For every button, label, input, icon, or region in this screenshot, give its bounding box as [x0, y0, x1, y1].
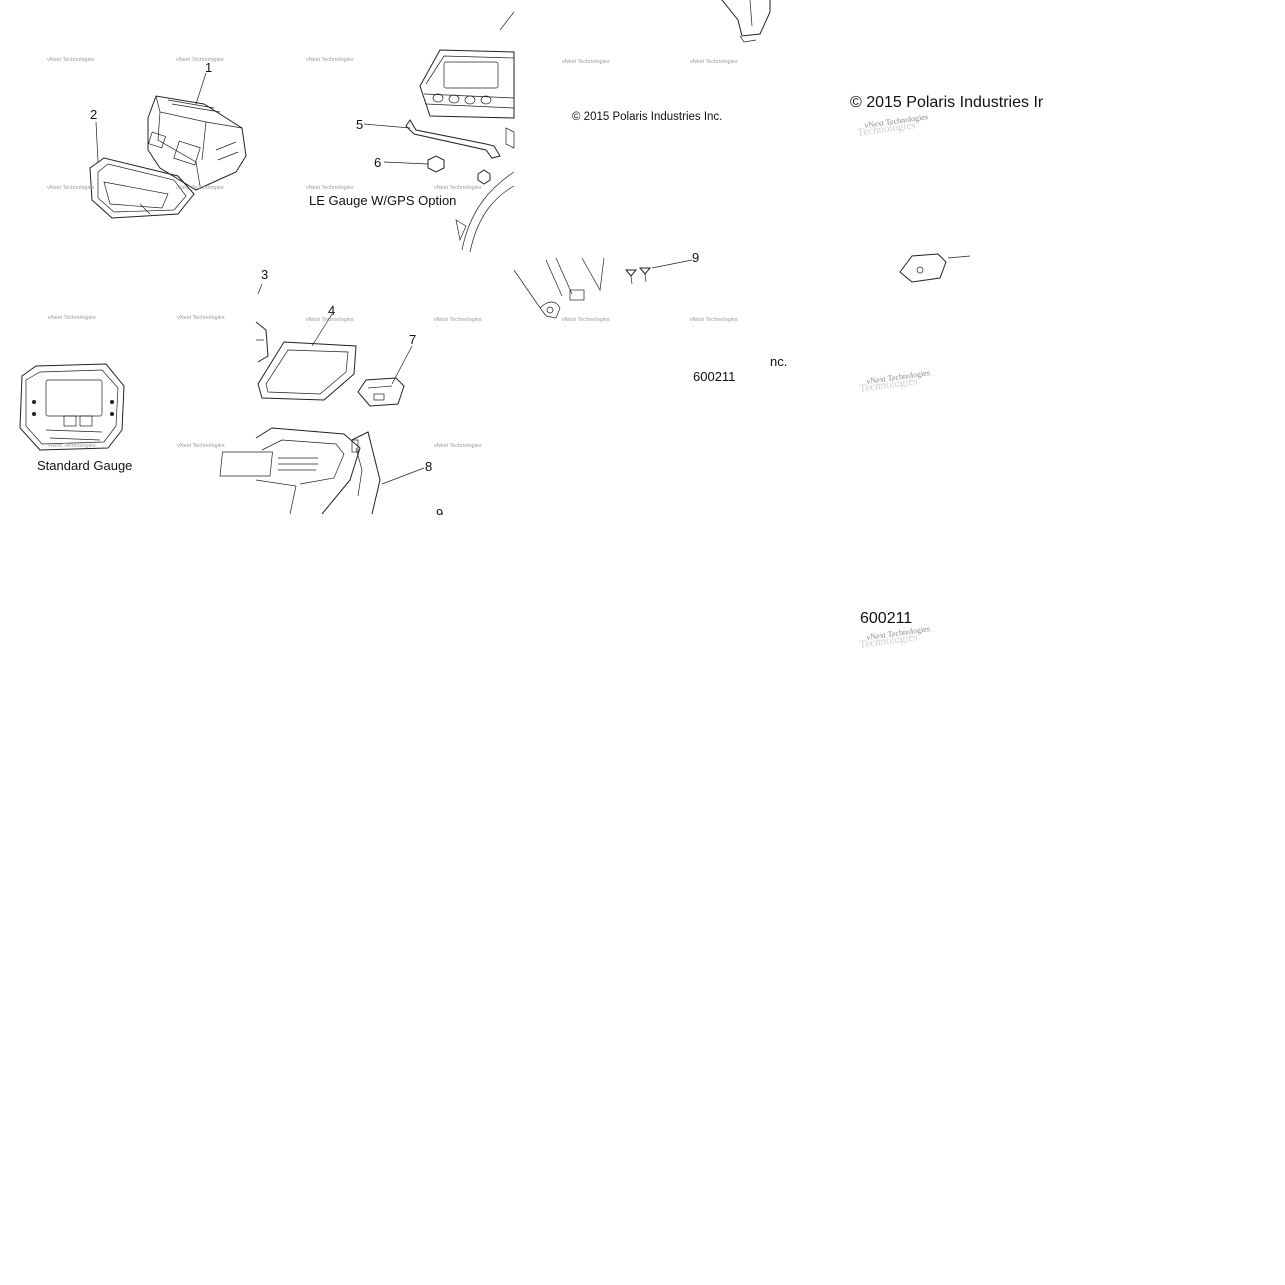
- standard-gauge: [19, 363, 125, 451]
- bezel-part-2: [89, 157, 195, 219]
- callout-9-cut: 9: [436, 507, 444, 515]
- callout-7: 7: [409, 332, 417, 347]
- copyright-small: © 2015 Polaris Industries Inc.: [572, 111, 723, 123]
- callout-5: 5: [356, 117, 364, 132]
- watermark: vNext Technologies: [434, 317, 482, 323]
- mount-bracket-top: [721, 0, 771, 43]
- nut-part-6: [383, 155, 491, 185]
- dash-panel-part: [219, 427, 361, 515]
- le-gauge-caption: LE Gauge W/GPS Option: [309, 193, 457, 208]
- watermark: vNext Technologies: [177, 315, 225, 321]
- trim-part-8: [351, 431, 425, 515]
- mount-part-7: [357, 345, 413, 407]
- standard-gauge-caption: Standard Gauge: [37, 458, 133, 473]
- watermark: vNext Technologies: [434, 443, 482, 449]
- module-part-1: [147, 95, 247, 191]
- watermark: vNext Technologies: [306, 185, 354, 191]
- gauge-part-3-edge: [255, 283, 269, 363]
- copyright-fragment: nc.: [770, 354, 788, 369]
- callout-8: 8: [425, 459, 433, 474]
- dash-panel-edge: [455, 127, 515, 253]
- watermark: vNext Technologies: [47, 57, 95, 63]
- watermark: vNext Technologies: [690, 317, 738, 323]
- mount-bracket-right: [899, 253, 971, 283]
- watermark: vNext Technologies: [690, 59, 738, 65]
- watermark: vNext Technologies: [562, 59, 610, 65]
- watermark: vNext Technologies: [176, 185, 224, 191]
- callout-3: 3: [261, 267, 269, 282]
- watermark: vNext Technologies: [306, 57, 354, 63]
- dash-frame-lower: [513, 257, 605, 319]
- watermark: vNext Technologies: [48, 315, 96, 321]
- watermark: vNext Technologies: [562, 317, 610, 323]
- watermark: vNext Technologies: [306, 317, 354, 323]
- bracket-part-5: [363, 119, 501, 159]
- callout-4: 4: [328, 303, 336, 318]
- copyright-large: © 2015 Polaris Industries Ir: [850, 94, 1044, 111]
- watermark: vNext Technologies: [176, 57, 224, 63]
- watermark: vNext Technologies: [434, 185, 482, 191]
- callout-2: 2: [90, 107, 98, 122]
- gasket-part-4: [257, 313, 357, 401]
- callout-1: 1: [205, 60, 213, 75]
- callout-9: 9: [692, 250, 700, 265]
- part-code-small: 600211: [693, 369, 736, 384]
- watermark: vNext Technologies: [47, 185, 95, 191]
- screws-part-9: [624, 259, 693, 285]
- callout-6: 6: [374, 155, 382, 170]
- watermark: vNext Technologies: [48, 443, 96, 449]
- le-gauge-assembly: [419, 11, 515, 119]
- watermark: vNext Technologies: [177, 443, 225, 449]
- part-code-large: 600211: [860, 610, 913, 627]
